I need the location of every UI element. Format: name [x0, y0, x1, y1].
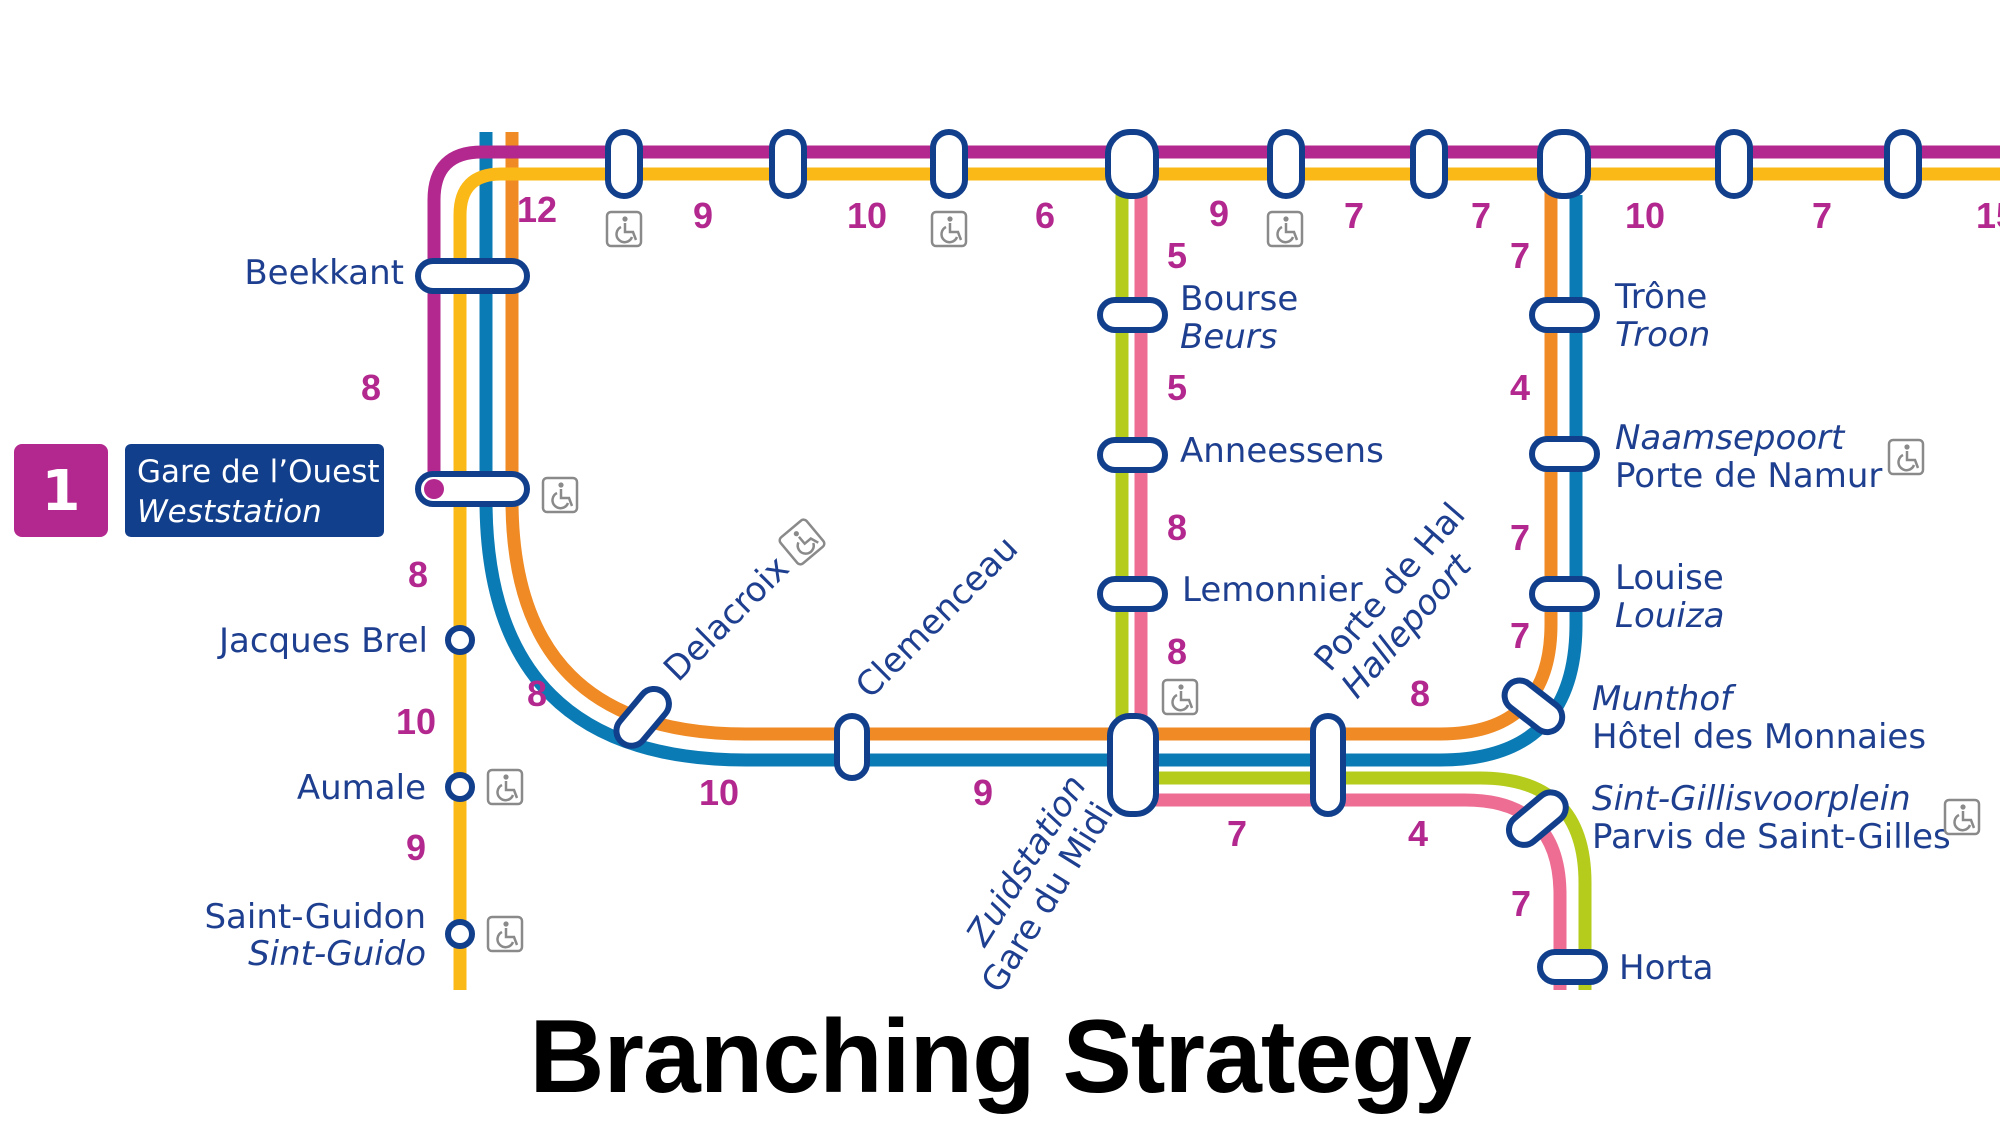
terminus-label-box [125, 444, 384, 537]
station-label[interactable]: Clemenceau [848, 528, 1026, 706]
travel-time: 12 [517, 189, 557, 230]
station-label[interactable]: Aumale [297, 768, 426, 808]
travel-time: 7 [1510, 615, 1530, 656]
travel-time: 9 [1209, 193, 1229, 234]
station-label[interactable]: Saint-Guidon [204, 897, 426, 937]
travel-time: 8 [1167, 631, 1187, 672]
station-marker-horta[interactable] [1537, 949, 1608, 985]
travel-time: 4 [1408, 813, 1428, 854]
magenta-line [427, 145, 2000, 485]
travel-time: 7 [1511, 883, 1531, 924]
station-label[interactable]: Sint-Gillisvoorplein [1592, 779, 1911, 819]
travel-time: 7 [1812, 195, 1832, 236]
travel-times: 12 9 10 6 9 7 7 10 7 15 8 8 10 9 8 10 9 … [361, 189, 2000, 924]
travel-time: 15 [1976, 195, 2000, 236]
station-marker[interactable] [1267, 129, 1305, 199]
station-marker-lemonnier[interactable] [1097, 576, 1168, 612]
station-label[interactable]: Horta [1619, 948, 1714, 988]
yellow-line [453, 167, 2000, 990]
station-marker-jacques-brel[interactable] [445, 625, 475, 655]
station-marker-zuidstation[interactable] [1107, 713, 1159, 817]
station-marker-aumale[interactable] [445, 772, 475, 802]
station-label[interactable]: Naamsepoort [1615, 418, 1846, 458]
station-label[interactable]: Louise [1615, 558, 1724, 598]
station-label[interactable]: Munthof [1592, 679, 1737, 719]
blue-line [479, 132, 1583, 767]
travel-time: 6 [1035, 195, 1055, 236]
travel-time: 8 [1167, 507, 1187, 548]
station-label[interactable]: Trône [1614, 277, 1707, 317]
travel-time: 8 [408, 554, 428, 595]
travel-time: 10 [1625, 195, 1665, 236]
travel-time: 8 [1410, 673, 1430, 714]
travel-time: 8 [361, 367, 381, 408]
station-marker[interactable] [1105, 129, 1159, 199]
station-label[interactable]: Delacroix [656, 548, 797, 689]
station-marker[interactable] [1537, 129, 1591, 199]
station-label-alt[interactable]: Troon [1615, 315, 1710, 355]
station-marker-porte-de-hal[interactable] [1310, 713, 1346, 817]
travel-time: 10 [847, 195, 887, 236]
station-marker[interactable] [1884, 129, 1922, 199]
station-marker-gare-de-louest[interactable] [415, 471, 530, 507]
travel-time: 7 [1510, 235, 1530, 276]
station-marker-beekkant[interactable] [415, 258, 530, 294]
travel-time: 7 [1471, 195, 1491, 236]
travel-time: 10 [396, 701, 436, 742]
station-marker-bourse[interactable] [1097, 297, 1168, 333]
station-markers [415, 129, 1922, 985]
travel-time: 4 [1510, 367, 1530, 408]
tracks [427, 132, 2000, 990]
travel-time: 9 [406, 827, 426, 868]
station-marker-delacroix[interactable] [610, 683, 675, 752]
terminus-name: Gare de l’Ouest [137, 454, 380, 490]
station-label-alt[interactable]: Beurs [1180, 317, 1277, 357]
station-marker[interactable] [930, 129, 968, 199]
travel-time: 9 [973, 772, 993, 813]
station-marker-saint-guidon[interactable] [445, 919, 475, 949]
line-badge-number: 1 [42, 459, 81, 524]
station-label[interactable]: Jacques Brel [217, 621, 428, 661]
station-marker-trone[interactable] [1529, 297, 1600, 333]
station-label-alt[interactable]: Porte de Namur [1615, 456, 1882, 496]
station-marker-louise[interactable] [1529, 576, 1600, 612]
station-label-alt[interactable]: Louiza [1615, 596, 1724, 636]
orange-line [505, 132, 1558, 741]
travel-time: 9 [693, 195, 713, 236]
station-marker-naamsepoort[interactable] [1529, 436, 1600, 472]
travel-time: 7 [1344, 195, 1364, 236]
station-label-alt[interactable]: Hôtel des Monnaies [1592, 717, 1926, 757]
travel-time: 5 [1167, 235, 1187, 276]
travel-time: 7 [1510, 517, 1530, 558]
line-terminus-dot [424, 479, 444, 499]
station-marker[interactable] [1410, 129, 1448, 199]
station-label-alt[interactable]: Parvis de Saint-Gilles [1592, 817, 1951, 857]
station-marker[interactable] [769, 129, 807, 199]
station-marker-anneessens[interactable] [1097, 437, 1168, 473]
station-label[interactable]: Bourse [1180, 279, 1298, 319]
station-label-alt[interactable]: Sint-Guido [248, 934, 426, 974]
travel-time: 8 [527, 673, 547, 714]
station-label[interactable]: Lemonnier [1182, 570, 1363, 610]
station-marker-sint-gillisvoorplein[interactable] [1503, 786, 1572, 851]
travel-time: 5 [1167, 367, 1187, 408]
station-label[interactable]: Anneessens [1180, 431, 1384, 471]
line-badge[interactable] [14, 444, 108, 537]
terminus-alt-name: Weststation [137, 494, 322, 530]
page-title: Branching Strategy [529, 999, 1471, 1115]
travel-time: 7 [1227, 813, 1247, 854]
station-label[interactable]: Beekkant [244, 253, 404, 293]
station-marker-clemenceau[interactable] [834, 713, 870, 781]
station-marker-munthof[interactable] [1499, 674, 1569, 738]
station-marker[interactable] [1715, 129, 1753, 199]
station-marker[interactable] [605, 129, 643, 199]
travel-time: 10 [699, 772, 739, 813]
